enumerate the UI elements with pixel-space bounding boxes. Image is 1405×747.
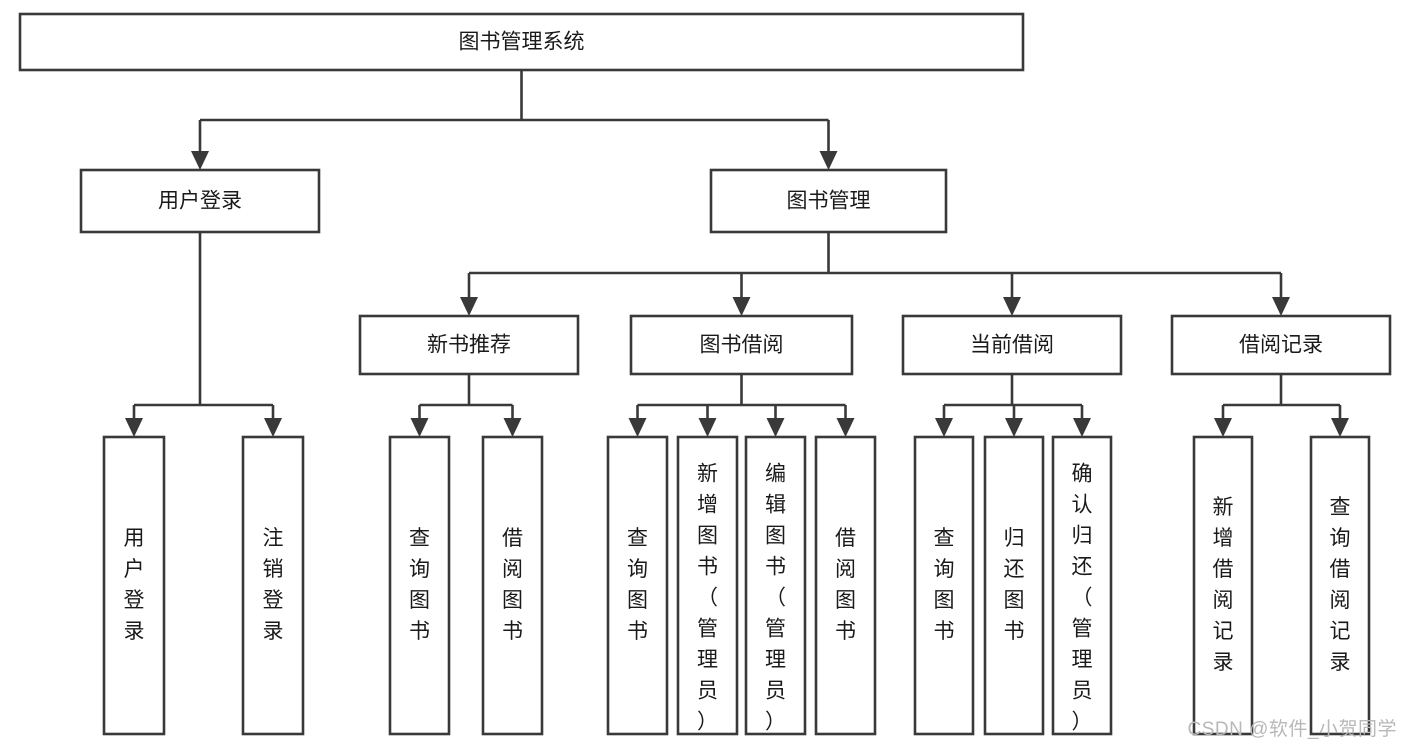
book-manage-to-level3-arrow-1 <box>732 297 751 316</box>
current-borrow-to-leaves-arrow-0 <box>935 418 953 437</box>
node-leaf-query-record-label: 查询借阅记录 <box>1330 496 1351 674</box>
node-book-manage[interactable]: 图书管理 <box>709 168 948 234</box>
node-leaf-logout[interactable]: 注销登录 <box>241 435 305 736</box>
book-manage-to-level3-arrow-0 <box>460 297 478 316</box>
node-leaf-return-book[interactable]: 归还图书 <box>983 435 1045 736</box>
node-user-login[interactable]: 用户登录 <box>79 168 321 234</box>
node-user-login-box <box>79 168 321 234</box>
node-leaf-borrow-book-1-label: 借阅图书 <box>502 527 523 643</box>
node-book-manage-box <box>709 168 948 234</box>
user-login-to-leaves-arrow-0 <box>125 418 143 437</box>
node-root-system[interactable]: 图书管理系统 <box>18 12 1025 72</box>
node-root-system-label: 图书管理系统 <box>459 31 585 54</box>
node-user-login-label: 用户登录 <box>158 190 242 213</box>
node-leaf-confirm-return-label: 确认归还（管理员） <box>1072 462 1093 733</box>
node-leaf-query-book-2[interactable]: 查询图书 <box>606 435 669 736</box>
node-leaf-query-book-3-label: 查询图书 <box>934 527 955 643</box>
book-borrow-to-leaves-arrow-0 <box>628 418 647 437</box>
node-leaf-add-book[interactable]: 新增图书（管理员） <box>676 435 739 736</box>
node-book-borrow-box <box>629 314 854 376</box>
node-book-manage-label: 图书管理 <box>787 190 871 213</box>
node-book-borrow[interactable]: 图书借阅 <box>629 314 854 376</box>
current-borrow-to-leaves-arrow-1 <box>1005 418 1023 437</box>
new-book-recommend-to-leaves-arrow-0 <box>410 418 429 437</box>
node-new-book-recommend[interactable]: 新书推荐 <box>358 314 580 376</box>
node-leaf-add-book-box <box>676 435 739 736</box>
node-layer: 图书管理系统用户登录图书管理新书推荐图书借阅当前借阅借阅记录用户登录注销登录查询… <box>18 12 1392 736</box>
node-leaf-confirm-return-box <box>1051 435 1113 736</box>
node-leaf-add-record[interactable]: 新增借阅记录 <box>1192 435 1254 736</box>
node-leaf-add-record-box <box>1192 435 1254 736</box>
node-leaf-user-login-box <box>102 435 166 736</box>
user-login-to-leaves-arrow-1 <box>264 418 282 437</box>
node-borrow-record-label: 借阅记录 <box>1239 334 1323 357</box>
node-leaf-logout-box <box>241 435 305 736</box>
borrow-record-to-leaves-arrow-1 <box>1331 418 1349 437</box>
connector-layer <box>125 70 1349 437</box>
node-new-book-recommend-label: 新书推荐 <box>427 334 511 357</box>
node-leaf-return-book-box <box>983 435 1045 736</box>
book-manage-to-level3-arrow-2 <box>1003 297 1021 316</box>
node-root-system-box <box>18 12 1025 72</box>
node-leaf-query-book-2-box <box>606 435 669 736</box>
node-leaf-return-book-label: 归还图书 <box>1004 527 1025 643</box>
node-leaf-add-record-label: 新增借阅记录 <box>1213 496 1234 674</box>
node-leaf-query-book-2-label: 查询图书 <box>627 527 648 643</box>
borrow-record-to-leaves-arrow-0 <box>1214 418 1232 437</box>
root-to-level2-arrow-1 <box>819 151 838 170</box>
node-leaf-user-login-label: 用户登录 <box>124 527 145 643</box>
node-leaf-borrow-book-1-box <box>481 435 544 736</box>
node-leaf-confirm-return[interactable]: 确认归还（管理员） <box>1051 435 1113 736</box>
node-current-borrow[interactable]: 当前借阅 <box>901 314 1123 376</box>
node-new-book-recommend-box <box>358 314 580 376</box>
node-current-borrow-box <box>901 314 1123 376</box>
node-leaf-borrow-book-2-label: 借阅图书 <box>835 527 856 643</box>
node-leaf-add-book-label: 新增图书（管理员） <box>697 462 718 733</box>
node-leaf-user-login[interactable]: 用户登录 <box>102 435 166 736</box>
node-leaf-query-record[interactable]: 查询借阅记录 <box>1309 435 1371 736</box>
book-borrow-to-leaves-arrow-3 <box>836 418 855 437</box>
node-leaf-borrow-book-2[interactable]: 借阅图书 <box>814 435 877 736</box>
root-to-level2-arrow-0 <box>191 151 209 170</box>
node-leaf-borrow-book-1[interactable]: 借阅图书 <box>481 435 544 736</box>
node-leaf-query-book-3-box <box>913 435 975 736</box>
node-leaf-edit-book-label: 编辑图书（管理员） <box>765 462 786 733</box>
node-leaf-query-book-1-box <box>388 435 451 736</box>
node-leaf-query-record-box <box>1309 435 1371 736</box>
node-leaf-logout-label: 注销登录 <box>263 527 284 643</box>
node-borrow-record[interactable]: 借阅记录 <box>1170 314 1392 376</box>
node-leaf-query-book-1[interactable]: 查询图书 <box>388 435 451 736</box>
current-borrow-to-leaves-arrow-2 <box>1073 418 1091 437</box>
node-book-borrow-label: 图书借阅 <box>700 334 784 357</box>
node-leaf-query-book-1-label: 查询图书 <box>409 527 430 643</box>
book-borrow-to-leaves-arrow-1 <box>698 418 717 437</box>
node-leaf-query-book-3[interactable]: 查询图书 <box>913 435 975 736</box>
node-leaf-borrow-book-2-box <box>814 435 877 736</box>
book-manage-to-level3-arrow-3 <box>1272 297 1290 316</box>
new-book-recommend-to-leaves-arrow-1 <box>503 418 522 437</box>
node-leaf-edit-book-box <box>744 435 807 736</box>
book-borrow-to-leaves-arrow-2 <box>766 418 785 437</box>
node-leaf-edit-book[interactable]: 编辑图书（管理员） <box>744 435 807 736</box>
node-current-borrow-label: 当前借阅 <box>970 334 1054 357</box>
node-borrow-record-box <box>1170 314 1392 376</box>
